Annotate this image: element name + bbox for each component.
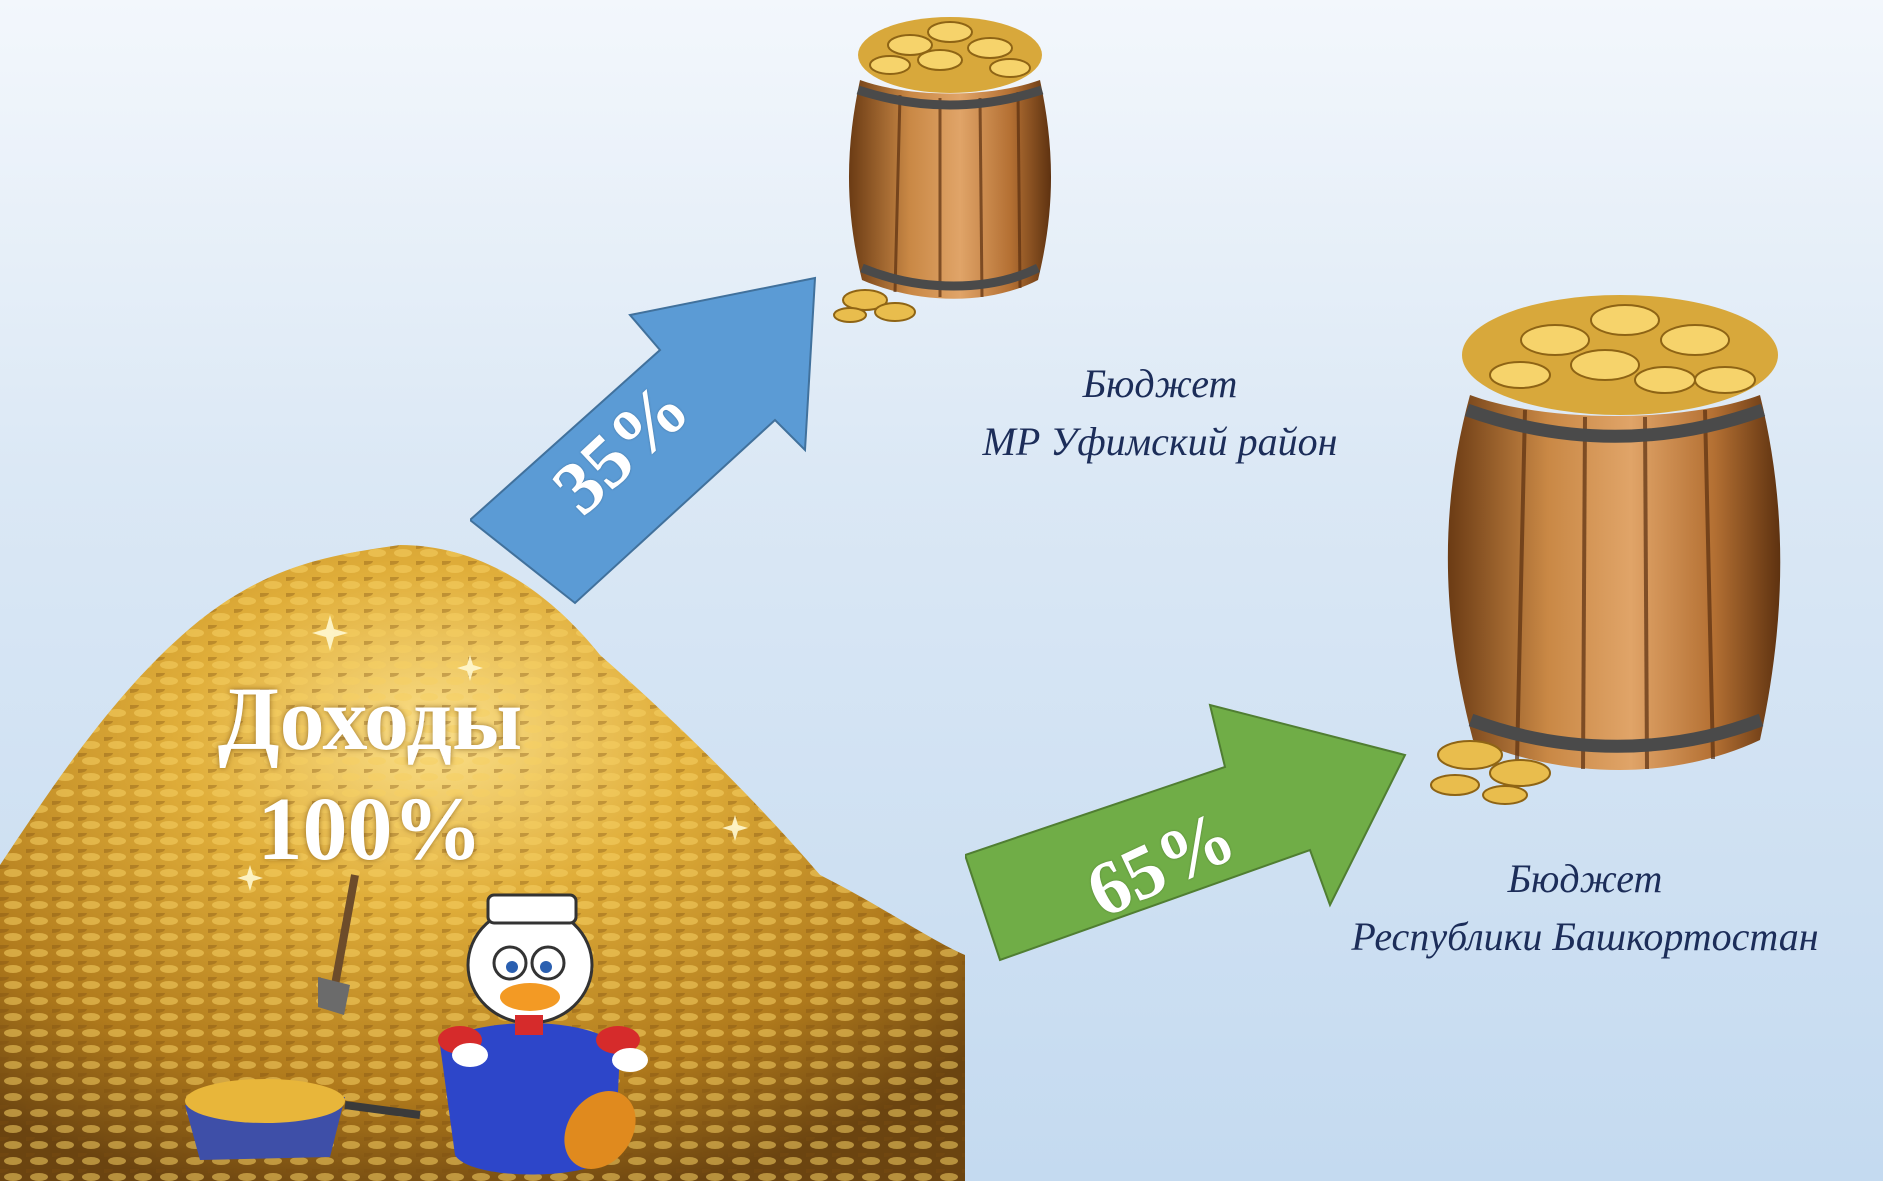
arrow-to-district-budget: [470, 276, 817, 605]
district-budget-title: Бюджет: [1082, 361, 1238, 406]
republic-budget-name: Республики Башкортостан: [1351, 914, 1819, 959]
income-percent: 100%: [257, 780, 483, 879]
barrel-of-coins-large-illustration: [1430, 295, 1781, 805]
arrow-to-republic-budget: [965, 703, 1407, 962]
republic-budget-caption: Бюджет Республики Башкортостан: [1295, 850, 1875, 966]
income-label: Доходы 100%: [185, 665, 555, 885]
barrel-of-coins-small-illustration: [833, 17, 1052, 323]
district-budget-name: МР Уфимский район: [982, 419, 1338, 464]
republic-budget-title: Бюджет: [1507, 856, 1663, 901]
district-budget-caption: Бюджет МР Уфимский район: [880, 355, 1440, 471]
income-title: Доходы: [217, 670, 523, 769]
gold-coin-pile-illustration: [0, 545, 965, 1181]
